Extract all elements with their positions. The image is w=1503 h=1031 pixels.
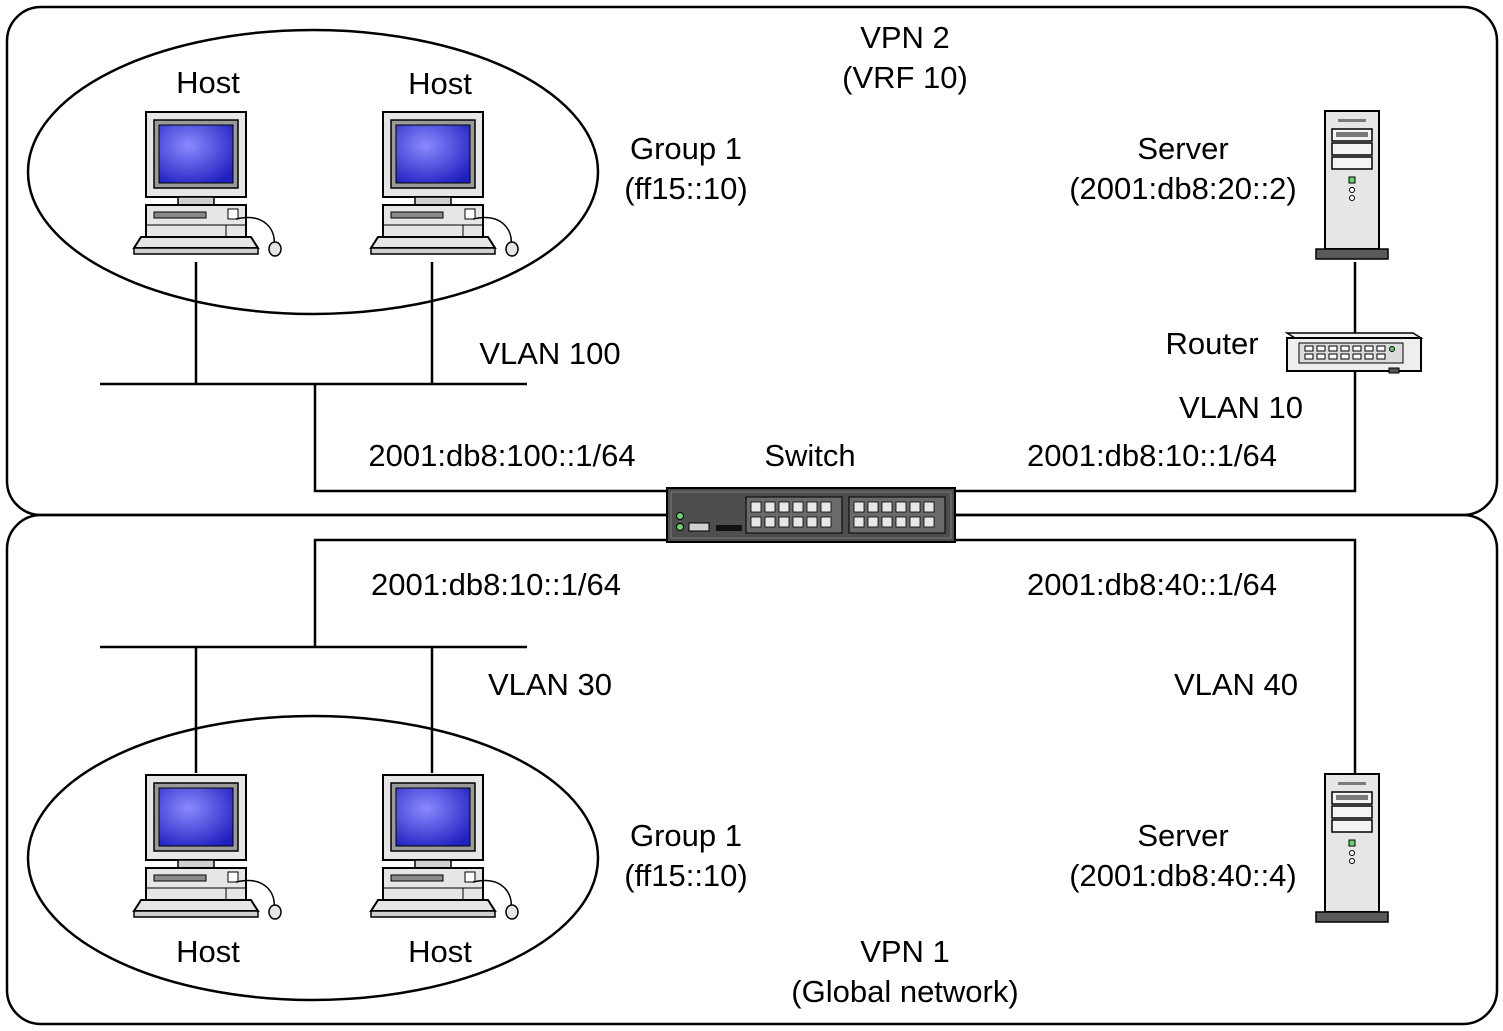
vlan30-label: VLAN 30	[488, 667, 612, 702]
server-top-label: Server	[1137, 131, 1228, 166]
vpn1-label: VPN 1	[860, 934, 950, 969]
host-top-right-icon	[370, 111, 519, 257]
server-bottom-icon	[1315, 773, 1389, 923]
network-links	[100, 262, 1357, 773]
host-top-left-icon	[133, 111, 282, 257]
vlan100-label: VLAN 100	[479, 336, 620, 371]
group-bottom-label: Group 1	[630, 818, 742, 853]
host-top-left-label: Host	[176, 65, 240, 100]
switch-label: Switch	[764, 438, 855, 473]
addr-vlan10: 2001:db8:10::1/64	[1027, 438, 1277, 473]
server-top-icon	[1315, 110, 1389, 260]
vpn1-sublabel: (Global network)	[791, 974, 1018, 1009]
link-switch-server-bottom	[955, 538, 1357, 773]
server-bottom-address: (2001:db8:40::4)	[1069, 858, 1297, 893]
addr-vlan40: 2001:db8:40::1/64	[1027, 567, 1277, 602]
server-top-address: (2001:db8:20::2)	[1069, 171, 1297, 206]
server-bottom-label: Server	[1137, 818, 1228, 853]
vpn2-label: VPN 2	[860, 20, 950, 55]
group-ellipse-top	[26, 28, 600, 316]
group-top-label: Group 1	[630, 131, 742, 166]
group-ellipse-bottom	[26, 714, 600, 1002]
vlan40-label: VLAN 40	[1174, 667, 1298, 702]
host-top-right-label: Host	[408, 66, 472, 101]
vlan10-label: VLAN 10	[1179, 390, 1303, 425]
router-label: Router	[1165, 326, 1258, 361]
router-icon	[1284, 332, 1424, 374]
switch-icon	[666, 487, 956, 543]
link-vlan30-switch	[313, 538, 667, 647]
host-bottom-right-label: Host	[408, 934, 472, 969]
link-vlan100-switch	[313, 384, 667, 493]
link-switch-router	[955, 372, 1357, 493]
vpn2-sublabel: (VRF 10)	[842, 60, 968, 95]
host-bottom-left-label: Host	[176, 934, 240, 969]
group-top-address: (ff15::10)	[624, 171, 748, 206]
addr-vlan100: 2001:db8:100::1/64	[368, 438, 635, 473]
host-bottom-right-icon	[370, 774, 519, 920]
group-bottom-address: (ff15::10)	[624, 858, 748, 893]
addr-vlan30: 2001:db8:10::1/64	[371, 567, 621, 602]
host-bottom-left-icon	[133, 774, 282, 920]
